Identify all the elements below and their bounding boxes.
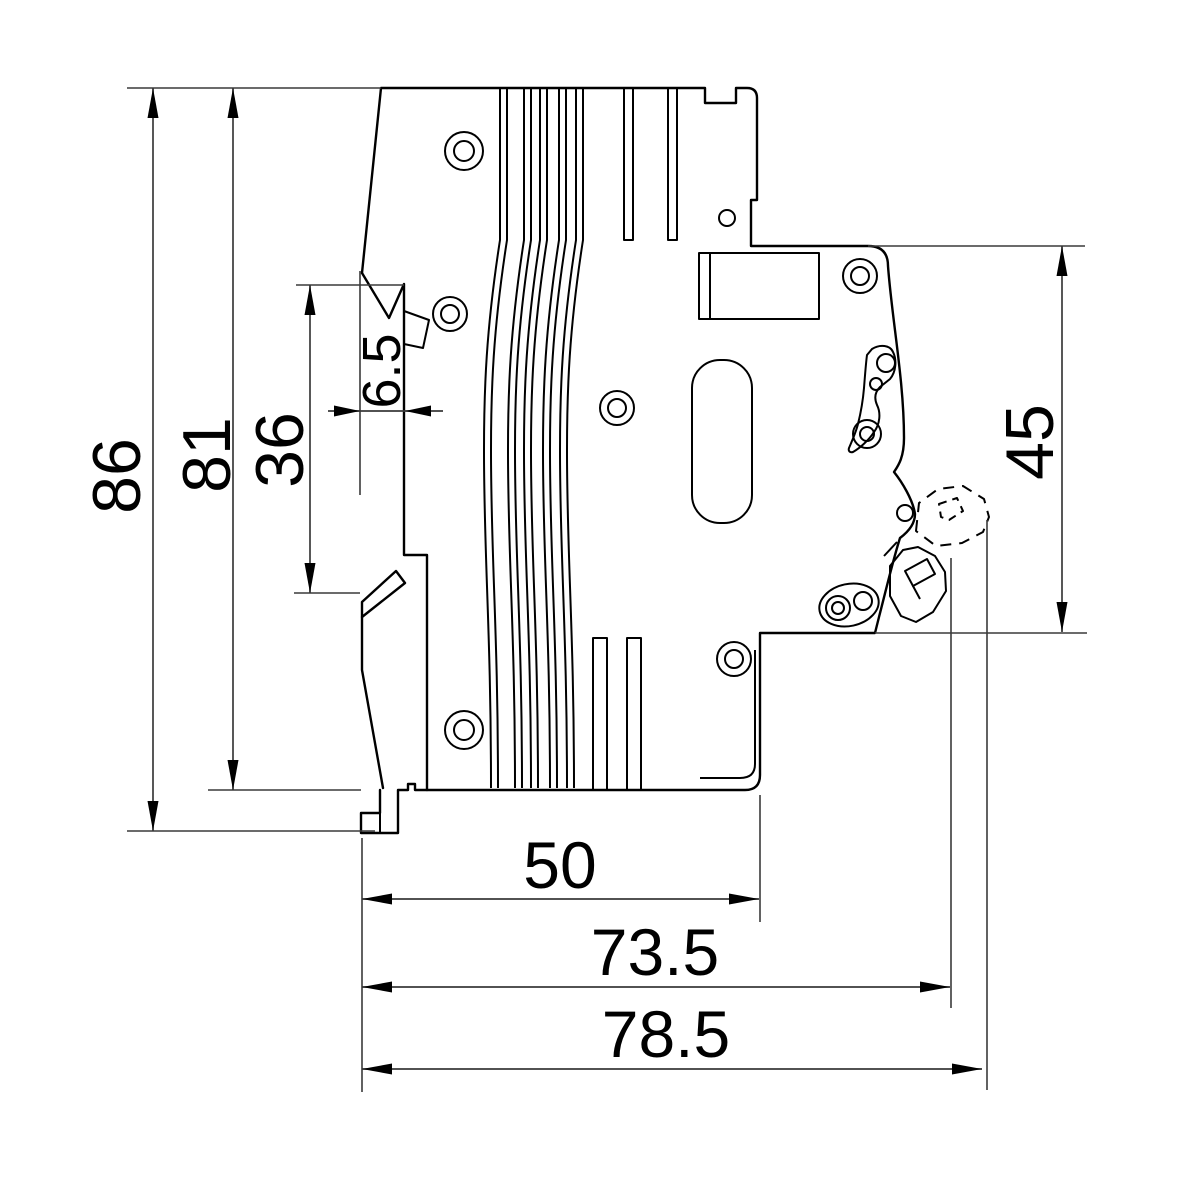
dimension-86: 86	[79, 88, 159, 831]
dimension-label-81: 81	[169, 417, 245, 493]
dimension-label-45: 45	[992, 404, 1068, 480]
dimension-label-86: 86	[79, 438, 155, 514]
housing-bars	[592, 88, 678, 790]
terminal-marking	[818, 582, 880, 628]
dimension-label-36: 36	[242, 412, 318, 488]
breaker-outline	[359, 86, 990, 835]
rivet	[852, 419, 882, 449]
dimension-label-6-5: 6.5	[352, 333, 412, 408]
housing-ribs	[483, 88, 584, 789]
corner-seam	[700, 650, 756, 779]
dimension-label-78-5: 78.5	[602, 997, 730, 1071]
din-rail-lower-claw	[360, 569, 407, 619]
rivet	[444, 131, 484, 171]
rivet	[444, 710, 484, 750]
din-rail-upper-tab	[403, 310, 430, 349]
pin-holes	[718, 209, 914, 522]
handle-slot	[691, 359, 753, 524]
rivet	[432, 296, 468, 332]
dimension-6-5: 6.5	[328, 333, 443, 417]
rivet	[842, 258, 878, 294]
din-rail-claw-edge	[360, 615, 385, 790]
dimension-81: 81	[169, 88, 245, 790]
dimension-label-50: 50	[523, 828, 596, 902]
dimension-73-5: 73.5	[362, 915, 950, 993]
rivet	[716, 641, 752, 677]
dimension-36: 36	[242, 285, 318, 593]
dimension-45: 45	[992, 246, 1068, 632]
dimension-50: 50	[362, 828, 759, 905]
label-plate	[698, 252, 820, 320]
dimension-label-73-5: 73.5	[591, 915, 719, 989]
body-main-outline	[359, 86, 917, 835]
rivets	[432, 131, 882, 750]
din-rail-channel	[360, 271, 429, 792]
dimension-78-5: 78.5	[362, 997, 982, 1075]
latch-lever	[847, 344, 897, 454]
rivet	[599, 390, 635, 426]
wire-clamp-dashed	[915, 485, 990, 547]
terminal-screw	[883, 541, 947, 623]
